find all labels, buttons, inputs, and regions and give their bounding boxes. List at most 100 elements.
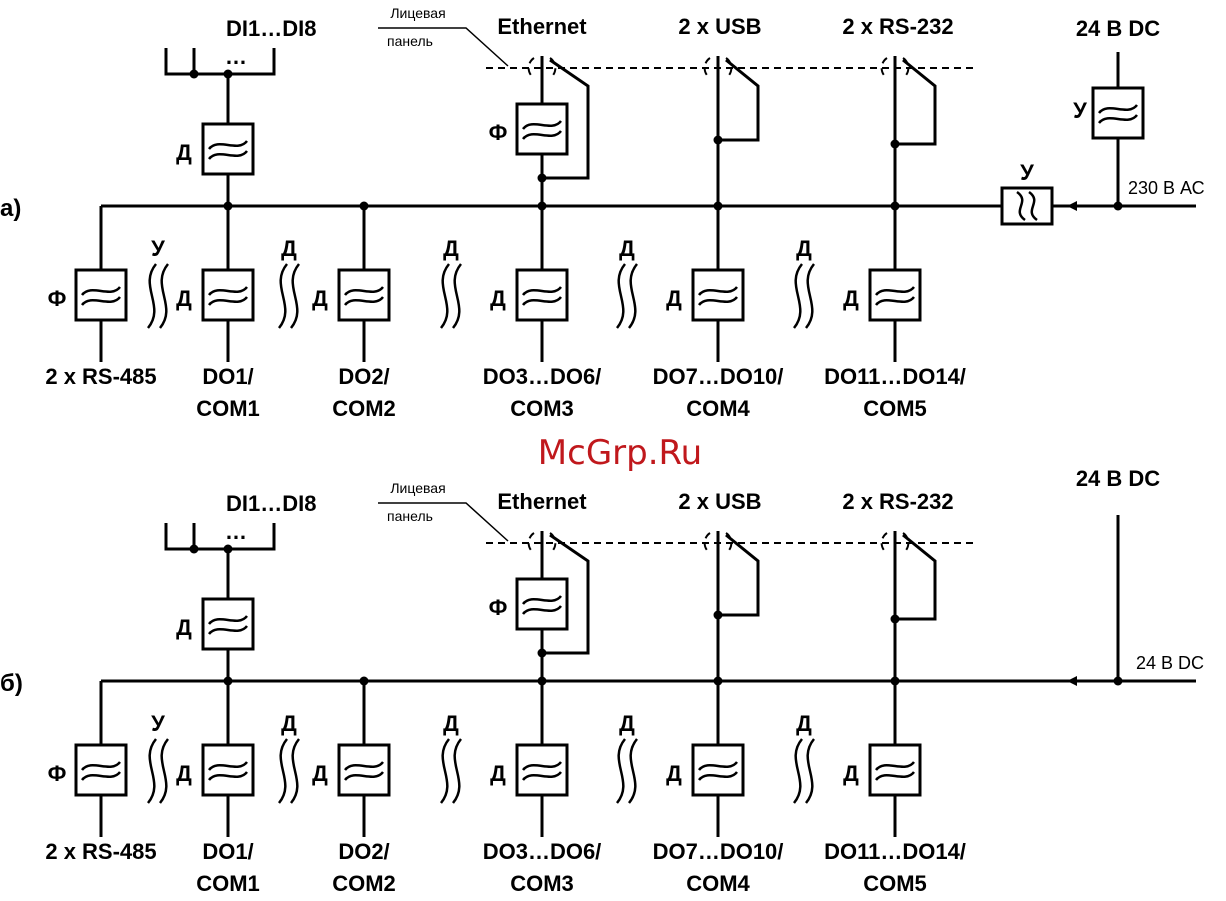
isolation-wave	[875, 296, 915, 306]
connector-arc	[902, 57, 910, 79]
isolation-wave	[208, 625, 248, 635]
isolation-wave	[698, 296, 738, 306]
isolation-wave	[81, 771, 121, 781]
connector-arc	[725, 532, 733, 554]
do2-block-letter: Д	[312, 286, 328, 311]
isolation-gap-wave	[289, 738, 301, 804]
do1-label-line2: COM1	[196, 396, 260, 421]
do4-label: DO7…DO10/	[653, 839, 784, 864]
di-dots: …	[225, 519, 247, 544]
rs232-shield	[895, 533, 937, 621]
connector-arc	[703, 57, 711, 79]
ethernet-block-letter: Ф	[489, 595, 508, 620]
isolation-gap-1	[146, 263, 170, 329]
do5-label: DO11…DO14/	[824, 839, 966, 864]
isolation-gap-2	[277, 263, 301, 329]
isolation-wave	[875, 771, 915, 781]
isolation-wave	[81, 761, 121, 771]
do1-label: DO1/	[202, 839, 253, 864]
front-panel-label: панель	[387, 508, 433, 524]
isolation-gap-wave	[627, 738, 639, 804]
isolation-wave	[344, 296, 384, 306]
do5-label: DO11…DO14/	[824, 364, 966, 389]
usb-connector	[703, 57, 733, 79]
junction-dot	[1113, 676, 1123, 686]
isolation-wave	[698, 761, 738, 771]
isolation-gap-wave	[451, 263, 463, 329]
isolation-wave	[208, 150, 248, 160]
isolation-wave	[208, 140, 248, 150]
connector-arc	[725, 57, 733, 79]
block-frame	[691, 268, 745, 322]
isolation-gap-1	[146, 738, 170, 804]
isolation-wave	[1028, 190, 1038, 222]
rs485-block-letter: Ф	[48, 286, 67, 311]
isolation-gap-wave	[615, 263, 627, 329]
gap-letter: Д	[443, 711, 459, 736]
di-inputs	[164, 523, 276, 551]
isolation-gap-wave	[277, 738, 289, 804]
isolation-gap-wave	[451, 738, 463, 804]
gap-letter: Д	[796, 711, 812, 736]
isolation-gap-5	[792, 738, 816, 804]
dc-isolation-block	[1091, 86, 1145, 140]
do2-label-line2: COM2	[332, 396, 396, 421]
label-usb: 2 х USB	[678, 489, 761, 514]
do5-block-letter: Д	[843, 286, 859, 311]
label-usb: 2 х USB	[678, 14, 761, 39]
isolation-wave	[1098, 104, 1138, 114]
isolation-wave	[522, 286, 562, 296]
gap-letter: Д	[619, 711, 635, 736]
do3-label-line2: COM3	[510, 396, 574, 421]
isolation-gap-2	[277, 738, 301, 804]
do4-isolation-block	[691, 743, 745, 797]
isolation-wave	[208, 296, 248, 306]
isolation-wave	[522, 595, 562, 605]
label-24v-dc: 24 В DC	[1076, 466, 1160, 491]
gap-letter: У	[151, 236, 165, 261]
isolation-wave	[698, 286, 738, 296]
do3-isolation-block	[515, 268, 569, 322]
gap-letter: Д	[443, 236, 459, 261]
junction-dot	[890, 614, 900, 624]
front-panel-label: панель	[387, 33, 433, 49]
isolation-gap-4	[615, 263, 639, 329]
do2-label-line2: COM2	[332, 871, 396, 896]
connector-arc	[902, 532, 910, 554]
do1-label-line2: COM1	[196, 871, 260, 896]
block-frame	[691, 743, 745, 797]
isolation-gap-wave	[804, 263, 816, 329]
usb-connector	[703, 532, 733, 554]
isolation-wave	[344, 771, 384, 781]
label-di: DI1…DI8	[226, 16, 316, 41]
usb-shield	[718, 533, 760, 617]
isolation-gap-wave	[615, 738, 627, 804]
do2-isolation-block	[337, 268, 391, 322]
label-ethernet: Ethernet	[497, 489, 587, 514]
block-frame	[868, 268, 922, 322]
isolation-wave	[875, 761, 915, 771]
rs485-isolation-block	[74, 268, 128, 322]
label-rs232: 2 х RS-232	[842, 489, 953, 514]
ethernet-isolation-block	[515, 577, 569, 631]
junction-dot	[189, 544, 199, 554]
do1-label: DO1/	[202, 364, 253, 389]
junction-dot	[1113, 201, 1123, 211]
isolation-wave	[875, 286, 915, 296]
do4-label-line2: COM4	[686, 871, 750, 896]
do5-isolation-block	[868, 743, 922, 797]
isolation-wave	[1098, 114, 1138, 124]
dc-block-letter: У	[1073, 98, 1087, 123]
do3-label-line2: COM3	[510, 871, 574, 896]
connector-arc	[880, 57, 888, 79]
panel-letter: б)	[0, 670, 23, 697]
isolation-wave	[1016, 190, 1026, 222]
isolation-wave	[522, 120, 562, 130]
gap-letter: Д	[796, 236, 812, 261]
do3-isolation-block	[515, 743, 569, 797]
isolation-wave	[81, 286, 121, 296]
isolation-wave	[208, 761, 248, 771]
do5-block-letter: Д	[843, 761, 859, 786]
isolation-gap-wave	[804, 738, 816, 804]
